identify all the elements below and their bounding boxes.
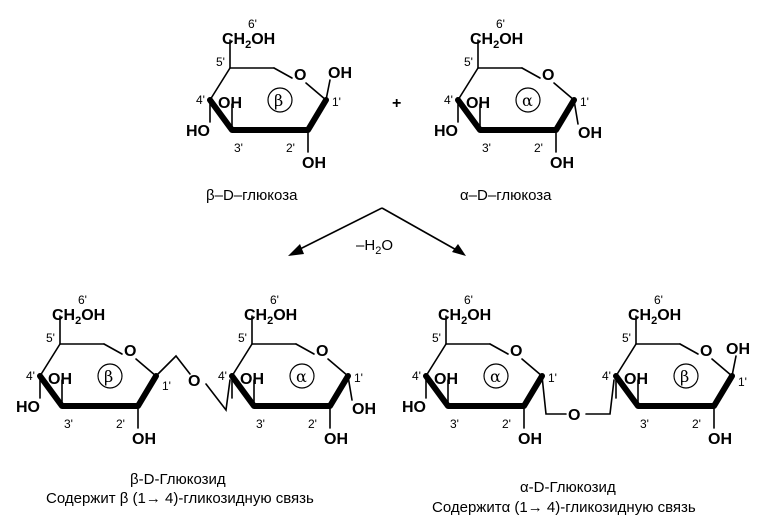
svg-text:OH: OH xyxy=(132,431,156,448)
svg-text:6': 6' xyxy=(654,293,663,307)
reaction-arrows xyxy=(288,207,466,256)
alpha-glucoside-title: α-D-Глюкозид xyxy=(520,479,616,496)
svg-text:OH: OH xyxy=(352,401,376,418)
svg-text:O: O xyxy=(124,343,136,360)
pos-1: 1' xyxy=(580,95,589,109)
svg-text:2': 2' xyxy=(692,417,701,431)
pos-3: 3' xyxy=(234,141,243,155)
beta-glucose: 6' CH2OH 5' O OH 1' 4' OH β HO 3' 2' OH xyxy=(186,17,352,172)
ch2oh-label: CH2OH xyxy=(222,31,275,51)
ho-c4: HO xyxy=(434,123,458,140)
svg-text:β: β xyxy=(680,367,689,386)
svg-text:2': 2' xyxy=(116,417,125,431)
oh-c2: OH xyxy=(302,155,326,172)
ring-oxygen: O xyxy=(542,67,554,84)
alpha-glucoside-ring-2: 6' CH2OH 5' O OH 1' 4' OH β 3' 2' OH xyxy=(602,293,750,448)
glycosidic-bond xyxy=(205,379,231,413)
svg-text:3': 3' xyxy=(450,417,459,431)
beta-glucose-caption: β–D–глюкоза xyxy=(206,187,298,204)
svg-text:O: O xyxy=(700,343,712,360)
svg-text:3': 3' xyxy=(256,417,265,431)
oh-c1: OH xyxy=(578,125,602,142)
svg-text:4': 4' xyxy=(26,369,35,383)
svg-text:6': 6' xyxy=(78,293,87,307)
svg-text:O: O xyxy=(316,343,328,360)
oh-c3: OH xyxy=(218,95,242,112)
svg-text:HO: HO xyxy=(16,399,40,416)
alpha-glucoside-ring-1: 6' CH2OH 5' O 1' 4' OH α HO 3' 2' OH xyxy=(402,293,557,448)
pos-5: 5' xyxy=(464,55,473,69)
oh-c2: OH xyxy=(550,155,574,172)
pos-5: 5' xyxy=(216,55,225,69)
svg-text:OH: OH xyxy=(708,431,732,448)
beta-symbol: β xyxy=(274,91,283,110)
alpha-glucose-caption: α–D–глюкоза xyxy=(460,187,552,204)
svg-text:α: α xyxy=(296,367,307,386)
svg-text:6': 6' xyxy=(464,293,473,307)
beta-glucoside-title: β-D-Глюкозид xyxy=(130,471,226,488)
oh-c1: OH xyxy=(328,65,352,82)
pos-1: 1' xyxy=(332,95,341,109)
svg-text:3': 3' xyxy=(64,417,73,431)
beta-glucoside-ring-2: 6' CH2OH 5' O 1' OH 4' OH α 3' 2' OH xyxy=(218,293,376,448)
svg-text:5': 5' xyxy=(622,331,631,345)
glycosidic-oxygen: O xyxy=(188,373,200,390)
svg-text:OH: OH xyxy=(240,371,264,388)
ring-oxygen: O xyxy=(294,67,306,84)
oh-c3: OH xyxy=(466,95,490,112)
svg-text:1': 1' xyxy=(548,371,557,385)
svg-text:3': 3' xyxy=(640,417,649,431)
svg-text:2': 2' xyxy=(502,417,511,431)
water-loss-label: –H2O xyxy=(356,237,393,257)
svg-text:O: O xyxy=(510,343,522,360)
beta-glucoside-ring-1: 6' CH2OH 5' O 1' 4' OH β HO 3' 2' OH xyxy=(16,293,171,448)
beta-glucoside-desc: Содержит β (1→ 4)-гликозидную связь xyxy=(46,490,314,507)
svg-text:6': 6' xyxy=(270,293,279,307)
glycosidic-bond xyxy=(155,354,191,377)
pos-3: 3' xyxy=(482,141,491,155)
svg-text:1': 1' xyxy=(738,375,747,389)
svg-text:1': 1' xyxy=(354,371,363,385)
svg-text:5': 5' xyxy=(238,331,247,345)
svg-text:OH: OH xyxy=(324,431,348,448)
ho-c4: HO xyxy=(186,123,210,140)
svg-text:OH: OH xyxy=(624,371,648,388)
plus-sign: + xyxy=(392,95,401,112)
svg-text:OH: OH xyxy=(434,371,458,388)
svg-text:2': 2' xyxy=(308,417,317,431)
alpha-glucoside-desc: Содержитα (1→ 4)-гликозидную связь xyxy=(432,499,696,516)
svg-text:α: α xyxy=(490,367,501,386)
pos-4: 4' xyxy=(444,93,453,107)
pos-6: 6' xyxy=(248,17,257,31)
glycosidic-oxygen: O xyxy=(568,407,580,424)
glycosidic-bond xyxy=(585,379,615,415)
svg-text:CH2OH: CH2OH xyxy=(244,307,297,327)
pos-6: 6' xyxy=(496,17,505,31)
svg-text:OH: OH xyxy=(726,341,750,358)
svg-text:4': 4' xyxy=(412,369,421,383)
svg-text:OH: OH xyxy=(48,371,72,388)
svg-text:5': 5' xyxy=(432,331,441,345)
svg-text:CH2OH: CH2OH xyxy=(628,307,681,327)
svg-text:1': 1' xyxy=(162,379,171,393)
svg-text:CH2OH: CH2OH xyxy=(52,307,105,327)
pos-2: 2' xyxy=(286,141,295,155)
svg-text:CH2OH: CH2OH xyxy=(438,307,491,327)
glycosidic-bond xyxy=(541,375,567,415)
alpha-symbol: α xyxy=(522,91,533,110)
svg-text:5': 5' xyxy=(46,331,55,345)
ch2oh-label: CH2OH xyxy=(470,31,523,51)
svg-text:OH: OH xyxy=(518,431,542,448)
pos-4: 4' xyxy=(196,93,205,107)
svg-text:HO: HO xyxy=(402,399,426,416)
pos-2: 2' xyxy=(534,141,543,155)
svg-text:4': 4' xyxy=(602,369,611,383)
alpha-glucose: 6' CH2OH 5' O 1' OH 4' OH α HO 3' 2' OH xyxy=(434,17,602,172)
svg-text:4': 4' xyxy=(218,369,227,383)
svg-text:β: β xyxy=(104,367,113,386)
